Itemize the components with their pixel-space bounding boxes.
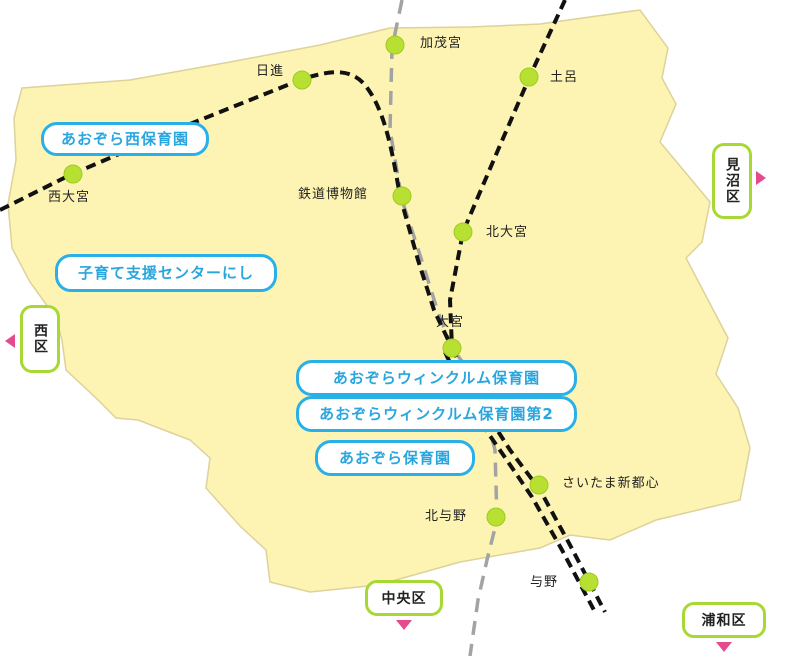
station-label-omiya: 大宮 [436,315,465,330]
station-dot-toro [519,67,539,87]
arrow-left-icon[interactable] [5,334,15,348]
station-dots [63,35,599,592]
utsunomiya-line [447,0,567,349]
station-label-kita-omiya: 北大宮 [486,225,529,240]
station-dot-nisshin [292,70,312,90]
station-dot-nishi-omiya [63,164,83,184]
arrow-down-icon[interactable] [396,620,412,630]
station-label-yono: 与野 [530,575,559,590]
ward-label-minuma: 見沼区 [724,157,740,205]
ward-label-chuo: 中央区 [381,591,427,607]
station-dot-omiya [442,338,462,358]
station-dot-kamo-miya [385,35,405,55]
kawagoe-line [0,70,454,349]
facility-kosodate-shien-center-nishi[interactable]: 子育て支援センターにし [55,254,277,292]
ward-link-chuo[interactable]: 中央区 [365,580,443,616]
facility-aozora-nishi-hoikuen[interactable]: あおぞら西保育園 [41,122,209,156]
ward-link-urawa[interactable]: 浦和区 [682,602,766,638]
station-dot-tetsudo-hakubutsukan [392,186,412,206]
station-label-kita-yono: 北与野 [425,509,468,524]
station-label-toro: 土呂 [550,70,579,85]
station-label-tetsudo-hakubutsukan: 鉄道博物館 [298,187,369,202]
ward-link-minuma[interactable]: 見沼区 [712,143,752,219]
facility-aozora-winkle-hoikuen[interactable]: あおぞらウィンクルム保育園 [296,360,577,396]
omiya-ward-area [7,9,751,593]
station-dot-yono [579,572,599,592]
facility-aozora-hoikuen[interactable]: あおぞら保育園 [315,440,475,476]
station-dot-kita-omiya [453,222,473,242]
arrow-right-icon[interactable] [756,171,766,185]
facility-aozora-winkle-hoikuen-2[interactable]: あおぞらウィンクルム保育園第2 [296,396,577,432]
arrow-down-icon[interactable] [716,642,732,652]
station-label-nishi-omiya: 西大宮 [48,190,91,205]
station-label-saitama-shintoshin: さいたま新都心 [562,476,660,491]
station-dot-saitama-shintoshin [529,475,549,495]
station-label-kamo-miya: 加茂宮 [420,36,463,51]
ward-label-nishi: 西区 [32,323,48,355]
ward-label-urawa: 浦和区 [701,613,747,629]
station-dot-kita-yono [486,507,506,527]
station-label-nisshin: 日進 [256,64,285,79]
ward-link-nishi[interactable]: 西区 [20,305,60,373]
